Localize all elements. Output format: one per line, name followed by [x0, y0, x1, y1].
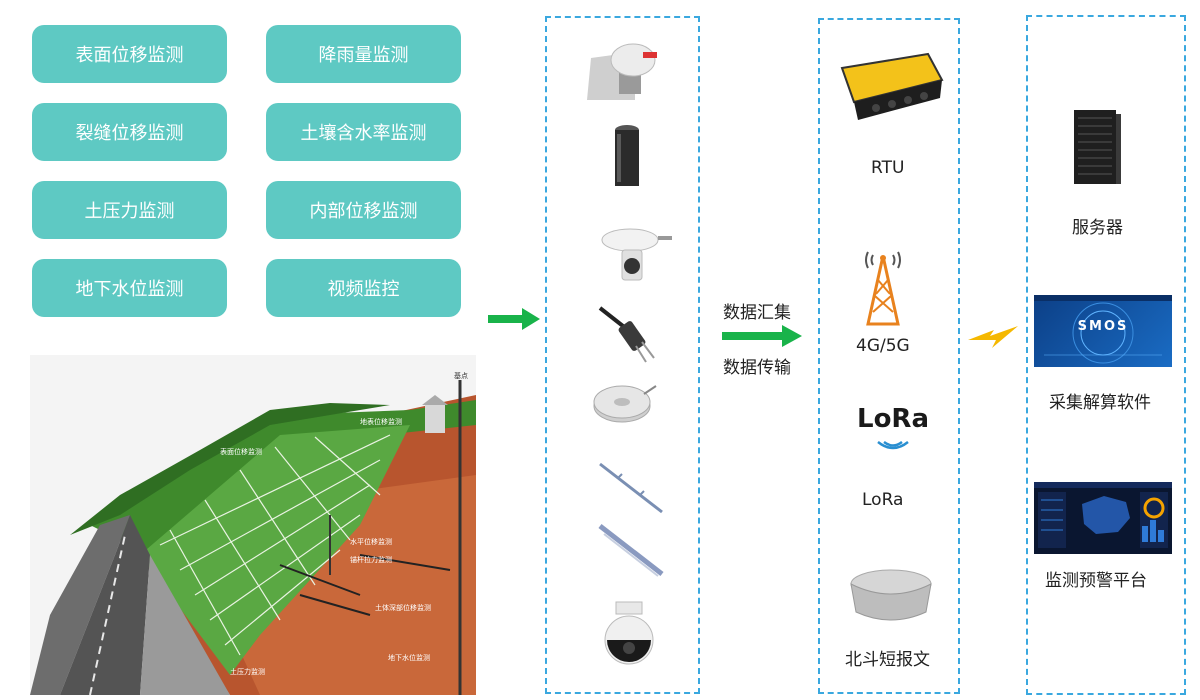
- category-earth-pressure: 土压力监测: [32, 181, 227, 239]
- crack-meter-icon: [598, 224, 672, 284]
- piezometer-icon: [598, 524, 664, 578]
- scene-tag-anchor-tension: 锚杆拉力监测: [350, 556, 392, 564]
- category-video-surveillance: 视频监控: [266, 259, 461, 317]
- scene-tag-base-point: 基点: [454, 372, 468, 380]
- software-label: 采集解算软件: [1049, 393, 1151, 413]
- category-crack-displacement: 裂缝位移监测: [32, 103, 227, 161]
- scene-tag-earth-pressure: 土压力监测: [230, 668, 265, 676]
- category-soil-moisture: 土壤含水率监测: [266, 103, 461, 161]
- lightning-icon: [968, 322, 1020, 350]
- beidou-terminal-icon: [846, 566, 936, 624]
- arrow-to-transmission: [722, 325, 802, 347]
- rtu-device-icon: [836, 50, 946, 122]
- server-rack-icon: [1070, 108, 1122, 186]
- data-transmission-label: 数据传输: [723, 358, 791, 378]
- platform-panel: [1026, 15, 1186, 695]
- category-groundwater-level: 地下水位监测: [32, 259, 227, 317]
- category-internal-displacement: 内部位移监测: [266, 181, 461, 239]
- warning-platform-label: 监测预警平台: [1045, 571, 1147, 591]
- scene-tag-deep-displacement: 土体深部位移监测: [375, 604, 431, 612]
- gnss-receiver-icon: [585, 38, 665, 104]
- transmission-panel: [818, 18, 960, 694]
- moisture-sensor-icon: [598, 304, 658, 364]
- earth-pressure-cell-icon: [592, 380, 658, 426]
- data-collection-label: 数据汇集: [723, 303, 791, 323]
- lora-logo-icon: LoRa: [848, 404, 938, 462]
- category-surface-displacement: 表面位移监测: [32, 25, 227, 83]
- category-rainfall: 降雨量监测: [266, 25, 461, 83]
- ptz-camera-icon: [602, 600, 658, 668]
- scene-tag-horizontal-displacement: 水平位移监测: [350, 538, 392, 546]
- software-logo-text: SMOS: [1077, 319, 1129, 334]
- beidou-label: 北斗短报文: [845, 650, 930, 670]
- server-label: 服务器: [1072, 218, 1123, 238]
- sensors-panel: [545, 16, 700, 694]
- slope-monitoring-illustration: 基点 地表位移监测 表面位移监测 水平位移监测 锚杆拉力监测 土体深部位移监测 …: [30, 355, 476, 695]
- scene-tag-groundwater: 地下水位监测: [388, 654, 430, 662]
- scene-tag-ground-displacement: 地表位移监测: [360, 418, 402, 426]
- software-screenshot: SMOS: [1034, 295, 1172, 367]
- rain-gauge-icon: [614, 124, 640, 190]
- arrow-to-sensors: [488, 308, 540, 330]
- warning-platform-screenshot: [1034, 482, 1172, 554]
- cellular-label: 4G/5G: [856, 336, 910, 356]
- rtu-label: RTU: [871, 158, 905, 178]
- scene-tag-surface-displacement: 表面位移监测: [220, 448, 262, 456]
- inclinometer-icon: [598, 462, 664, 516]
- lora-label: LoRa: [862, 490, 904, 510]
- cell-tower-icon: [862, 246, 904, 326]
